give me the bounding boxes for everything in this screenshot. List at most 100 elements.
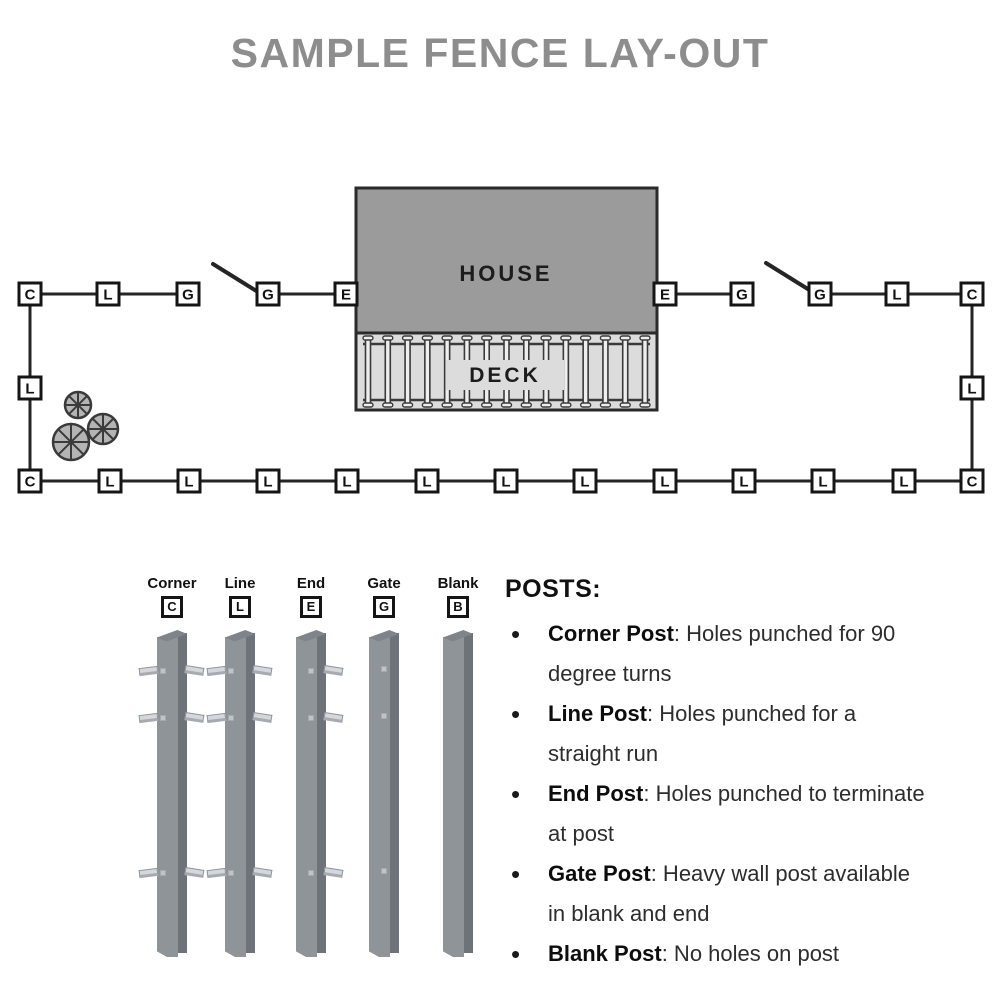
legend-desc: : Holes punched for a straight run bbox=[548, 701, 857, 766]
trees bbox=[51, 390, 120, 462]
line-post-graphic bbox=[206, 630, 273, 960]
post-top-face bbox=[225, 630, 255, 642]
rail-tab bbox=[206, 665, 227, 677]
post-marker-L: L bbox=[17, 375, 43, 401]
post-letter-badge: E bbox=[300, 596, 322, 618]
legend-title: POSTS: bbox=[505, 575, 602, 603]
tree bbox=[51, 422, 91, 462]
page-title: SAMPLE FENCE LAY-OUT bbox=[230, 30, 770, 76]
legend-desc: : Holes punched for 90 degree turns bbox=[548, 621, 896, 686]
house-label: HOUSE bbox=[459, 261, 552, 286]
post-bottom-bevel bbox=[369, 951, 379, 957]
post-top-face bbox=[443, 630, 473, 642]
legend-term: Blank Post bbox=[548, 941, 662, 966]
legend-item-blank: Blank Post: No holes on post bbox=[505, 934, 925, 974]
punched-hole bbox=[228, 668, 234, 674]
post-marker-letter: C bbox=[25, 287, 36, 304]
legend-term: Gate Post bbox=[548, 861, 651, 886]
post-marker-letter: G bbox=[814, 287, 826, 304]
post-marker-L: L bbox=[95, 281, 121, 307]
post-front-face bbox=[157, 637, 178, 957]
rail-tab bbox=[206, 712, 227, 724]
post-marker-E: E bbox=[333, 281, 359, 307]
post-marker-L: L bbox=[652, 468, 678, 494]
post-front-face bbox=[225, 637, 246, 957]
post-bottom-bevel bbox=[157, 951, 167, 957]
tree bbox=[63, 390, 93, 420]
punched-hole bbox=[160, 870, 166, 876]
deck-rung bbox=[382, 335, 394, 408]
deck-rung bbox=[401, 335, 414, 408]
post-marker-letter: L bbox=[967, 381, 976, 398]
punched-hole bbox=[381, 666, 387, 672]
post-column-blank: Blank B bbox=[418, 575, 498, 975]
post-side-face bbox=[464, 633, 473, 953]
legend-list: Corner Post: Holes punched for 90 degree… bbox=[505, 614, 925, 974]
post-column-corner: Corner C bbox=[132, 575, 212, 975]
post-letter-badge: B bbox=[447, 596, 469, 618]
corner-post-graphic bbox=[138, 630, 205, 960]
post-marker-letter: C bbox=[967, 287, 978, 304]
rail-tab bbox=[252, 867, 273, 878]
post-column-end: End E bbox=[271, 575, 351, 975]
deck-rung bbox=[579, 335, 592, 408]
punched-hole bbox=[381, 713, 387, 719]
post-marker-letter: L bbox=[739, 474, 748, 491]
house-shape bbox=[354, 186, 659, 335]
post-marker-L: L bbox=[731, 468, 757, 494]
post-marker-letter: L bbox=[342, 474, 351, 491]
post-marker-L: L bbox=[572, 468, 598, 494]
post-top-face bbox=[296, 630, 326, 642]
post-marker-letter: L bbox=[25, 381, 34, 398]
rail-tab bbox=[138, 712, 159, 724]
gate-swing-line-right bbox=[764, 261, 813, 293]
post-marker-L: L bbox=[255, 468, 281, 494]
post-top-face bbox=[157, 630, 187, 642]
punched-hole bbox=[228, 715, 234, 721]
post-marker-letter: E bbox=[660, 287, 670, 304]
post-letter-badge: G bbox=[373, 596, 395, 618]
rail-tab bbox=[252, 712, 273, 723]
post-bottom-bevel bbox=[225, 951, 235, 957]
legend-item-gate: Gate Post: Heavy wall post available in … bbox=[505, 854, 925, 934]
post-column-label: Line bbox=[224, 575, 256, 592]
posts-legend: POSTS: Corner Post: Holes punched for 90… bbox=[505, 575, 960, 974]
tree bbox=[86, 412, 120, 446]
rail-tab bbox=[206, 867, 227, 879]
post-front-face bbox=[443, 637, 464, 957]
post-marker-L: L bbox=[97, 468, 123, 494]
rail-tab bbox=[323, 867, 344, 878]
post-marker-letter: L bbox=[580, 474, 589, 491]
post-front-face bbox=[296, 637, 317, 957]
post-marker-L: L bbox=[959, 375, 985, 401]
post-marker-letter: L bbox=[892, 287, 901, 304]
post-marker-C: C bbox=[959, 281, 985, 307]
post-marker-L: L bbox=[176, 468, 202, 494]
punched-hole bbox=[308, 870, 314, 876]
post-marker-letter: G bbox=[736, 287, 748, 304]
legend-item-line: Line Post: Holes punched for a straight … bbox=[505, 694, 925, 774]
post-marker-letter: L bbox=[105, 474, 114, 491]
legend-desc: : Holes punched to terminate at post bbox=[548, 781, 925, 846]
post-marker-L: L bbox=[884, 281, 910, 307]
post-marker-L: L bbox=[414, 468, 440, 494]
post-front-face bbox=[369, 637, 390, 957]
post-letter-badge: C bbox=[161, 596, 183, 618]
post-marker-C: C bbox=[17, 468, 43, 494]
post-column-line: Line L bbox=[200, 575, 280, 975]
post-marker-G: G bbox=[729, 281, 755, 307]
punched-hole bbox=[160, 715, 166, 721]
legend-item-end: End Post: Holes punched to terminate at … bbox=[505, 774, 925, 854]
post-marker-G: G bbox=[807, 281, 833, 307]
post-marker-G: G bbox=[255, 281, 281, 307]
post-marker-letter: L bbox=[818, 474, 827, 491]
rail-tab bbox=[138, 867, 159, 879]
legend-term: Corner Post bbox=[548, 621, 674, 646]
deck-rung bbox=[362, 335, 374, 408]
legend-item-corner: Corner Post: Holes punched for 90 degree… bbox=[505, 614, 925, 694]
post-marker-letter: L bbox=[899, 474, 908, 491]
post-top-face bbox=[369, 630, 399, 642]
